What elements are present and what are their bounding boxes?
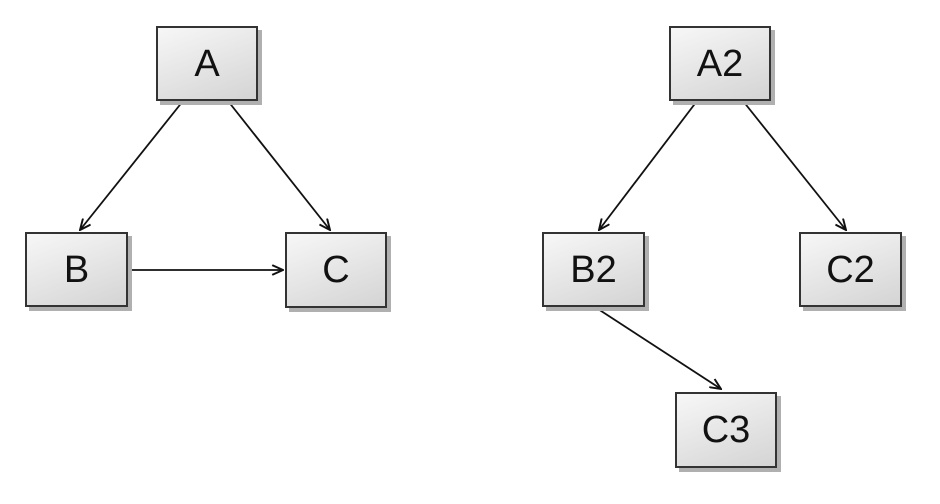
node-label-A2: A2	[696, 42, 744, 85]
node-C3: C3	[675, 392, 777, 468]
node-B: B	[25, 232, 128, 307]
edge-A2-B2	[599, 100, 698, 230]
node-label-A: A	[194, 42, 220, 85]
node-label-C: C	[322, 249, 350, 291]
edge-B2-C3	[594, 306, 721, 389]
node-label-B2: B2	[570, 248, 617, 291]
node-label-B: B	[63, 248, 90, 291]
node-label-C2: C2	[826, 248, 875, 291]
node-C2: C2	[799, 232, 902, 307]
node-A: A	[156, 26, 258, 101]
node-C: C	[285, 232, 387, 308]
edge-A-C	[227, 100, 330, 230]
edge-group	[80, 100, 846, 389]
node-B2: B2	[542, 232, 645, 307]
edge-A2-C2	[742, 100, 846, 230]
edge-A-B	[80, 100, 184, 230]
node-label-C3: C3	[701, 409, 751, 451]
node-A2: A2	[669, 26, 771, 101]
